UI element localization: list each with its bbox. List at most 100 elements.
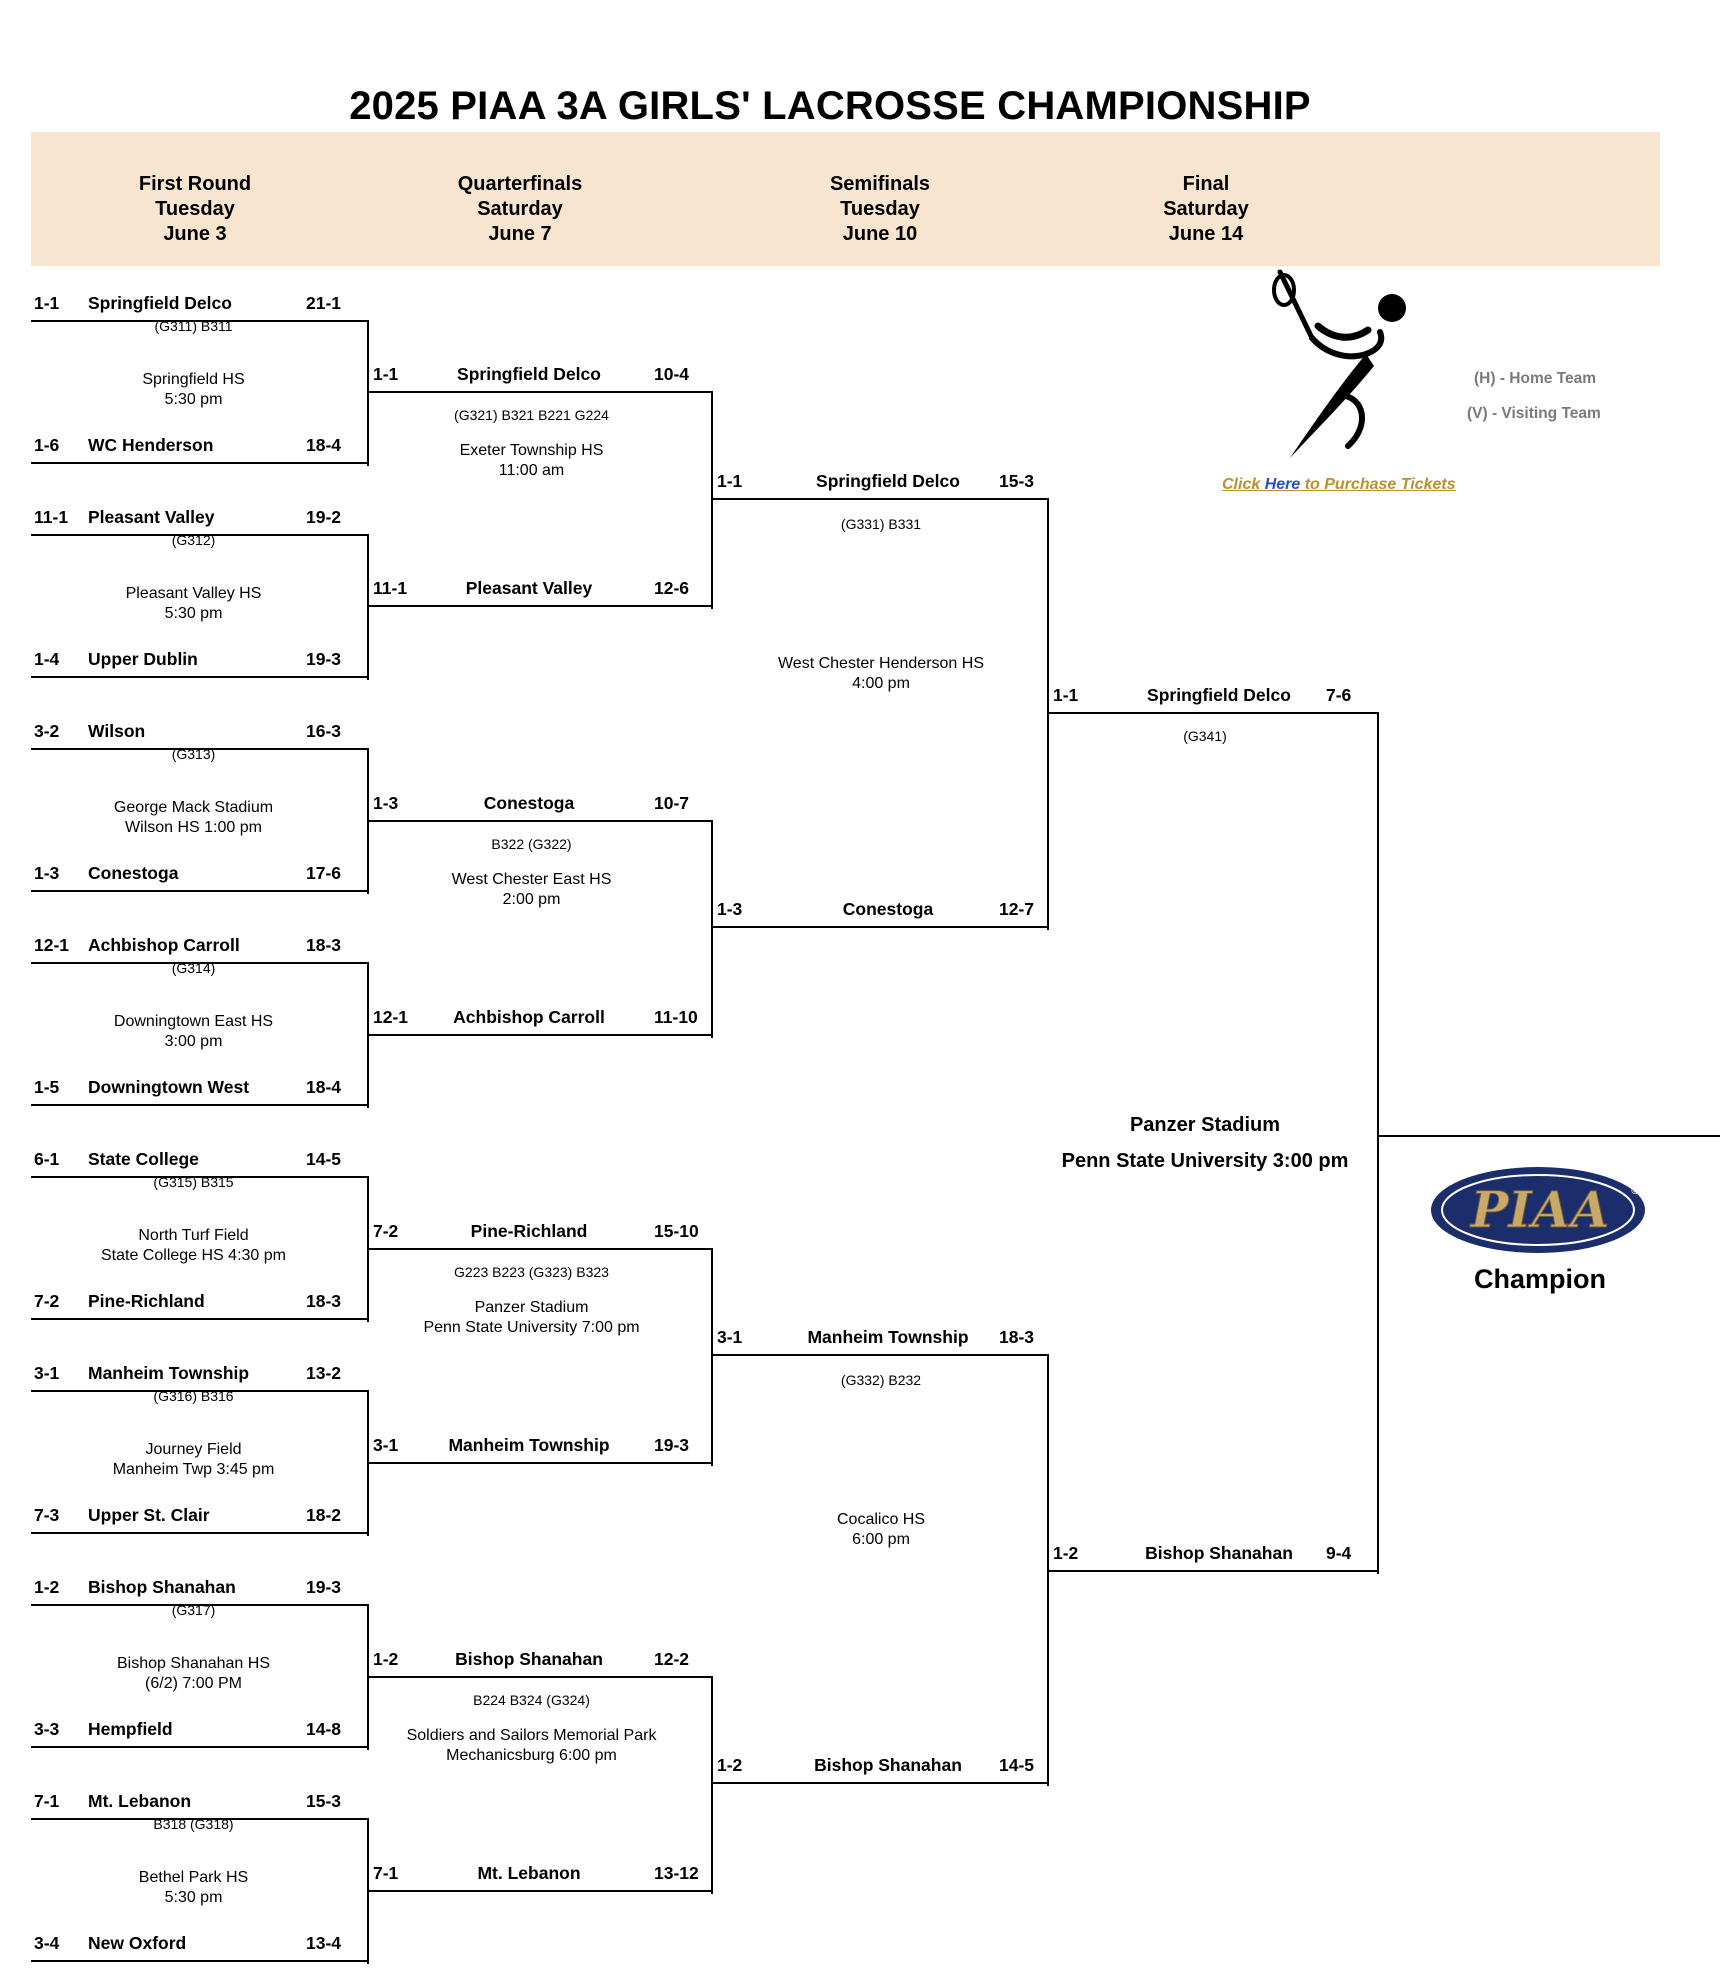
team-slot[interactable]: 1-6 WC Henderson 18-4 [31, 426, 369, 464]
team-name: Wilson [88, 721, 146, 741]
team-record: 14-8 [306, 1719, 342, 1739]
bracket-connector [367, 1392, 369, 1536]
venue-line: George Mack Stadium [113, 799, 274, 816]
seed-label: 1-3 [34, 863, 60, 883]
team-name: Achbishop Carroll [453, 1007, 605, 1027]
bracket-line [31, 890, 369, 892]
team-record: 18-4 [306, 435, 342, 455]
bracket-connector [1377, 714, 1379, 1574]
team-name: WC Henderson [88, 435, 214, 455]
venue-line: (6/2) 7:00 PM [145, 1675, 242, 1692]
seed-label: 3-1 [34, 1363, 60, 1383]
round-date: June 14 [1168, 223, 1244, 245]
bracket-connector [711, 822, 713, 1038]
venue-line: 6:00 pm [852, 1531, 910, 1548]
purchase-tickets-link[interactable]: Click Here to Purchase Tickets [1222, 476, 1456, 494]
venue-line: 2:00 pm [502, 891, 561, 908]
venue-line: Penn State University 7:00 pm [423, 1319, 640, 1336]
game-code: (G314) [171, 960, 216, 976]
seed-label: 1-2 [717, 1755, 743, 1775]
bracket-line [713, 1782, 1049, 1784]
tickets-suffix: to Purchase Tickets [1300, 476, 1456, 493]
round-header-final: Final Saturday June 14 [1086, 172, 1326, 247]
seed-label: 1-6 [34, 435, 60, 455]
seed-label: 7-3 [34, 1505, 60, 1525]
team-name: Mt. Lebanon [88, 1791, 192, 1811]
bracket-connector [367, 964, 369, 1108]
seed-label: 6-1 [34, 1149, 60, 1169]
game-venue: Bishop Shanahan HS(6/2) 7:00 PM [31, 1654, 356, 1694]
game-code: G223 B223 (G323) B323 [454, 1264, 609, 1280]
seed-label: 11-1 [373, 578, 408, 598]
seed-label: 7-1 [34, 1791, 60, 1811]
team-record: 14-5 [306, 1149, 342, 1169]
logo-registered-mark: ® [1630, 1184, 1641, 1197]
venue-line: 5:30 pm [164, 391, 223, 408]
bracket-line [31, 1176, 369, 1178]
venue-line: Soldiers and Sailors Memorial Park [406, 1727, 657, 1744]
game-code: (G332) B232 [840, 1372, 922, 1388]
team-record: 19-3 [654, 1435, 690, 1455]
round-date: June 7 [488, 223, 552, 245]
team-record: 18-3 [306, 1291, 342, 1311]
team-name: Springfield Delco [457, 364, 601, 384]
bracket-line [369, 1676, 713, 1678]
game-venue: West Chester East HS 2:00 pm [369, 870, 694, 910]
venue-line: North Turf Field [138, 1227, 249, 1244]
team-name: Bishop Shanahan [455, 1649, 603, 1669]
seed-label: 7-2 [373, 1221, 399, 1241]
team-name: New Oxford [88, 1933, 187, 1953]
bracket-connector [367, 1606, 369, 1750]
venue-line: West Chester East HS [451, 871, 612, 888]
team-record: 18-3 [999, 1327, 1035, 1347]
tickets-here-link[interactable]: Here [1264, 476, 1301, 493]
seed-label: 1-3 [717, 899, 743, 919]
team-record: 18-3 [306, 935, 342, 955]
team-name: Achbishop Carroll [88, 935, 240, 955]
bracket-line [31, 534, 369, 536]
round-name: Quarterfinals [457, 173, 583, 195]
game-code: (G311) B311 [154, 318, 233, 334]
final-venue-location: Penn State University 3:00 pm [1061, 1150, 1349, 1172]
team-record: 12-7 [999, 899, 1035, 919]
bracket-connector [367, 536, 369, 680]
game-code: (G313) [171, 746, 216, 762]
seed-label: 1-1 [34, 293, 60, 313]
lacrosse-player-icon [1272, 269, 1406, 458]
team-name: Mt. Lebanon [477, 1863, 581, 1883]
bracket-line [31, 1746, 369, 1748]
seed-label: 1-1 [373, 364, 399, 384]
